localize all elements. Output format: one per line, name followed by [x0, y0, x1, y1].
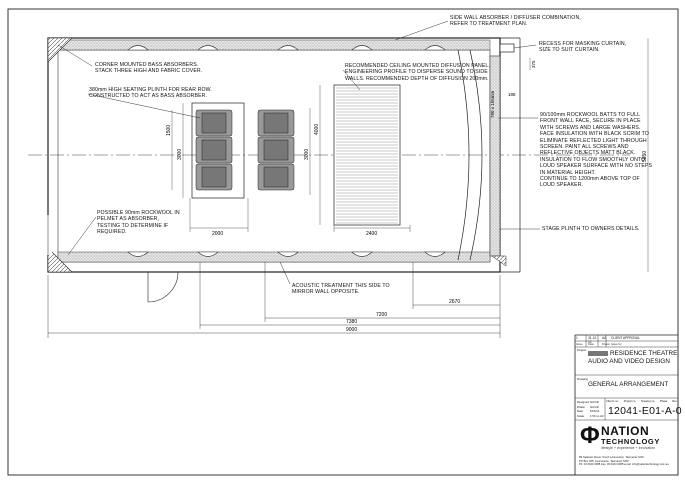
title-block-grid [575, 335, 678, 421]
company-logo-name-1: NATION [601, 424, 650, 438]
interior-dimensions [171, 38, 649, 272]
sheet-border [7, 8, 679, 476]
project-title-1: RESIDENCE THEATRE [610, 350, 678, 357]
project-title-2: AUDIO AND VIDEO DESIGN [588, 358, 670, 365]
corner-absorber-bottom-left [47, 247, 73, 273]
drawing-label: Drawing [577, 377, 589, 381]
company-logo-symbol: Φ [580, 422, 600, 449]
rev-header-issue-for: Issue for [611, 342, 622, 346]
dim-2670: 2670 [449, 299, 460, 305]
front-wall-screen [457, 37, 521, 273]
meta-labels: Designed Drawn Date Scale [577, 400, 589, 418]
address-line-1: 89 Cataract Street, South Launceston, Ta… [579, 456, 644, 459]
rev-drawn: AA [602, 336, 607, 340]
note-rockwool: 90/100mm ROCKWOOL BATTS TO FULL FRONT WA… [540, 112, 653, 189]
dim-188: 188 [508, 92, 516, 97]
revision-headers: Issue Date Drawn Issue for [576, 342, 678, 346]
meta-value-date: 16/6/12 [590, 409, 600, 414]
project-label: Project [577, 348, 587, 352]
note-pelmet: POSSIBLE 90mm ROCKWOOL IN PELMET AS ABSO… [97, 210, 180, 236]
meta-values: GA/CD GA/CD 16/6/12 1:50 on A3 [590, 400, 603, 418]
column-headers: Client's no. Project no. Drawing no. Pha… [606, 400, 677, 403]
company-logo-name-2: TECHNOLOGY [601, 437, 660, 446]
meta-label-date: Date [577, 409, 583, 414]
note-ceiling-diffusion: RECOMMENDED CEILING MOUNTED DIFFUSION PA… [345, 63, 490, 82]
dim-2400: 2400 [366, 231, 377, 237]
overall-dimensions [47, 262, 501, 338]
dim-375: 375 [531, 60, 536, 68]
col-drawing-no: Drawing no. [641, 400, 655, 403]
stage-plinth-corners [491, 255, 507, 267]
col-client-no: Client's no. [606, 400, 619, 403]
company-tagline: lifestyle + experience + innovation [601, 446, 656, 450]
leader-lines [57, 20, 540, 285]
top-diffusers [127, 45, 446, 51]
rev-date: 31-12-12 [588, 336, 598, 344]
note-recess: RECESS FOR MASKING CURTAIN, SIZE TO SUIT… [539, 41, 627, 54]
front-row-seats [257, 109, 295, 191]
meta-value-designed: GA/CD [590, 400, 599, 404]
col-phase: Phase [660, 400, 668, 403]
dim-5850: 5850 [642, 151, 648, 162]
dim-9000: 9000 [346, 327, 357, 333]
note-seating-plinth: 380mm HIGH SEATING PLINTH FOR REAR ROW. … [89, 87, 212, 100]
drawing-number: 12041-E01-A-0 [608, 405, 682, 417]
rev-header-date: Date [588, 342, 594, 346]
redacted-client-name [588, 351, 608, 356]
bottom-wall-absorber [57, 251, 491, 263]
revision-row: 1 31-12-12 AA CLIENT APPROVAL [576, 336, 678, 344]
meta-value-drawn: GA/CD [590, 404, 599, 409]
dim-7380: 7380 [346, 319, 357, 325]
dim-4000: 4000 [314, 124, 320, 135]
entry-door [147, 271, 179, 303]
note-side-wall: SIDE WALL ABSORBER / DIFFUSER COMBINATIO… [450, 15, 581, 28]
address-line-3: Ph: 03 6343 0988 Fax: 03 6343 0988 email… [579, 463, 669, 467]
company-address: 89 Cataract Street, South Launceston, Ta… [579, 456, 669, 467]
ceiling-diffusion-panel [333, 84, 401, 226]
col-project-no: Project no. [623, 400, 637, 403]
seating-plinth [191, 102, 245, 199]
drawing-title: GENERAL ARRANGEMENT [588, 381, 669, 388]
dim-7200: 7200 [376, 312, 387, 318]
rev-issue-for: CLIENT APPROVAL [611, 336, 640, 340]
rear-row-seats [195, 109, 233, 191]
note-corner-absorbers: CORNER MOUNTED BASS ABSORBERS. STACK THR… [95, 62, 203, 75]
corner-absorber-top-left [47, 37, 73, 63]
meta-label-drawn: Drawn [577, 404, 586, 409]
rev-header-drawn: Drawn [602, 342, 611, 346]
meta-label-designed: Designed [577, 400, 589, 404]
dim-3000: 3000 [177, 149, 183, 160]
note-acoustic: ACOUSTIC TREATMENT THIS SIDE TO MIRROR W… [292, 283, 390, 296]
meta-label-scale: Scale [577, 413, 584, 418]
dim-1500: 1500 [166, 125, 172, 136]
address-line-2: PO Box 365, Launceston, Tasmania 7250 [579, 459, 629, 463]
dim-3000-b: 3000 [304, 149, 310, 160]
bottom-diffusers [127, 251, 446, 257]
top-wall-absorber [57, 39, 491, 51]
note-stage-plinth: STAGE PLINTH TO OWNERS DETAILS. [542, 226, 640, 232]
meta-value-scale: 1:50 on A3 [590, 413, 604, 418]
rev-header-issue: Issue [576, 342, 583, 346]
dim-2000: 2000 [212, 231, 223, 237]
dim-780: 780 x 155mm [490, 90, 495, 118]
col-rev: Rev [672, 400, 677, 403]
rev-issue: 1 [576, 336, 578, 340]
